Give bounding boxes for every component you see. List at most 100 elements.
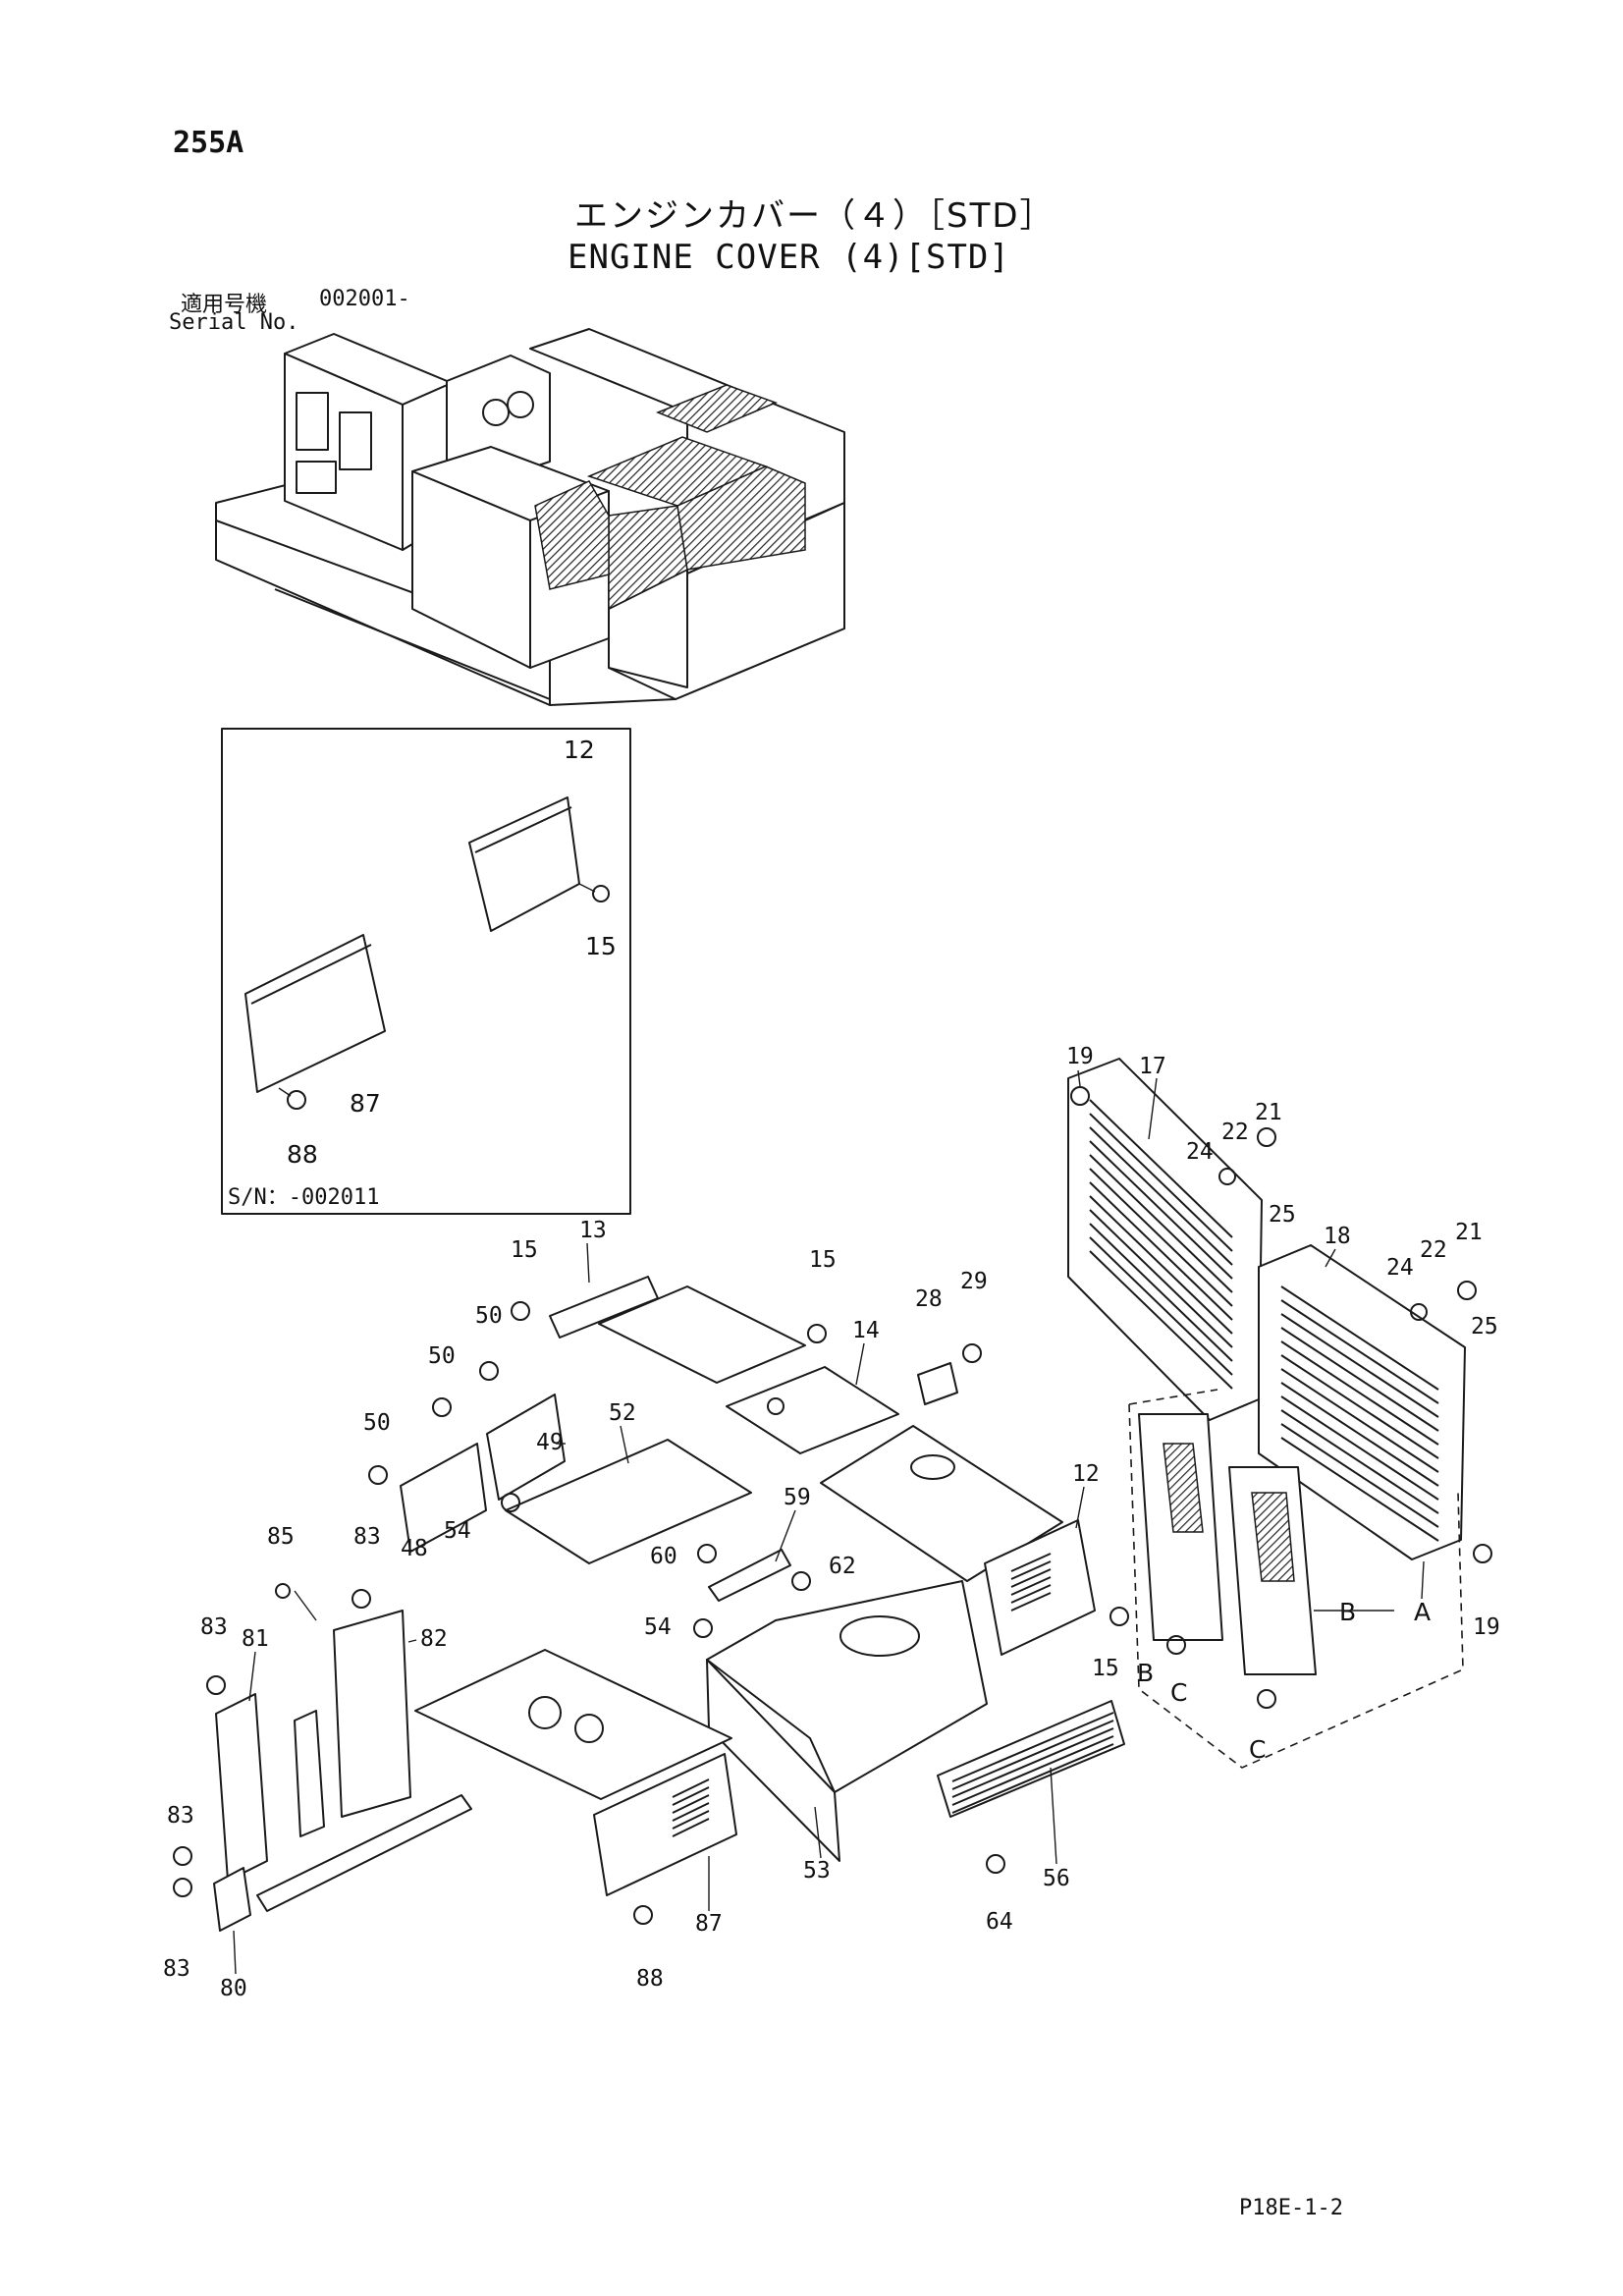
- louver-slat: [951, 1743, 1114, 1814]
- louver-slat: [672, 1786, 710, 1806]
- serial-label-japanese: 適用号機: [181, 293, 268, 317]
- title-japanese: エンジンカバー（４）［STD］: [574, 196, 1055, 236]
- callout: 49: [536, 1430, 564, 1455]
- louver-slat: [1010, 1568, 1052, 1588]
- louver-slat: [1089, 1250, 1233, 1390]
- callout: 50: [428, 1343, 456, 1369]
- machine-overview: [215, 328, 845, 706]
- top-covers: [368, 1276, 1129, 1925]
- callout: 48: [401, 1536, 428, 1561]
- callout: 82: [420, 1626, 448, 1652]
- louver-slat: [1089, 1113, 1233, 1252]
- callout: A: [1414, 1598, 1431, 1626]
- louver-slat: [1089, 1154, 1233, 1293]
- callout: 64: [986, 1909, 1013, 1935]
- louver-slat: [1280, 1382, 1439, 1487]
- louver-slat: [672, 1794, 710, 1814]
- louver-slat: [951, 1727, 1114, 1798]
- callout: 81: [242, 1626, 269, 1652]
- louver-slat: [951, 1712, 1114, 1782]
- radiator-screens: [1067, 1058, 1492, 1769]
- louver-slat: [951, 1720, 1114, 1790]
- callout-labels: 19 17 24 22 21 25 18 24 22 21 25 13 15 1…: [163, 1044, 1500, 2001]
- callout: 85: [267, 1524, 295, 1550]
- louver-slat: [1089, 1195, 1233, 1335]
- callout: 83: [167, 1803, 194, 1829]
- louver-slat: [1010, 1576, 1052, 1596]
- louver-slat: [1089, 1140, 1233, 1280]
- louver-slat: [1010, 1584, 1052, 1604]
- louver-slat: [1280, 1313, 1439, 1418]
- callout: 12: [1072, 1461, 1100, 1487]
- inset-callout-87: 87: [350, 1089, 381, 1118]
- callout: 24: [1386, 1255, 1414, 1281]
- callout: C: [1249, 1735, 1266, 1764]
- callout: 18: [1324, 1224, 1351, 1249]
- callout: 15: [1092, 1656, 1119, 1681]
- callout: 54: [644, 1614, 672, 1640]
- louver-slat: [672, 1810, 710, 1830]
- louver-slat: [1089, 1126, 1233, 1266]
- louver-slat: [1010, 1592, 1052, 1612]
- callout: 15: [809, 1247, 837, 1273]
- callout: 17: [1139, 1054, 1166, 1079]
- callout: 14: [852, 1318, 880, 1343]
- louver-slat: [1089, 1181, 1233, 1321]
- callout: 50: [363, 1410, 391, 1436]
- callout: 13: [579, 1218, 607, 1243]
- leader-lines: [233, 1069, 1425, 1975]
- page-number: 255A: [173, 126, 244, 160]
- callout: 53: [803, 1858, 831, 1884]
- callout: 52: [609, 1400, 636, 1426]
- inset-serial-note: S/N：-002011: [228, 1185, 379, 1210]
- callout: 21: [1455, 1220, 1483, 1245]
- serial-number-value: 002001-: [319, 287, 410, 311]
- louver-slat: [1010, 1560, 1052, 1580]
- callout: 19: [1473, 1614, 1500, 1640]
- callout: 88: [636, 1966, 664, 1992]
- callout: 22: [1420, 1237, 1447, 1263]
- louver-slat: [1280, 1327, 1439, 1432]
- left-side-panels: [173, 1583, 472, 1932]
- callout: 22: [1221, 1120, 1249, 1145]
- callout: 62: [829, 1554, 856, 1579]
- callout: 19: [1066, 1044, 1094, 1069]
- callout: 59: [784, 1485, 811, 1510]
- louver-slat: [1280, 1395, 1439, 1501]
- louver-slat: [1280, 1299, 1439, 1404]
- louver-slat: [1089, 1168, 1233, 1307]
- callout: B: [1339, 1598, 1356, 1626]
- callout: 56: [1043, 1866, 1070, 1891]
- louver-slat: [1280, 1409, 1439, 1514]
- inset-callout-12: 12: [564, 736, 595, 764]
- inset-panel: 12 15 87 88 S/N：-002011: [221, 728, 631, 1215]
- footer-page-code: P18E-1-2: [1239, 2196, 1343, 2220]
- louver-slat: [1280, 1437, 1439, 1542]
- callout: 54: [444, 1518, 471, 1544]
- louver-slat: [1089, 1209, 1233, 1348]
- louver-slat: [1280, 1423, 1439, 1528]
- callout: 50: [475, 1303, 503, 1329]
- callout: C: [1170, 1678, 1187, 1707]
- callout: 21: [1255, 1100, 1282, 1125]
- callout: 83: [353, 1524, 381, 1550]
- callout: 15: [511, 1237, 538, 1263]
- louver-slat: [951, 1735, 1114, 1806]
- callout: 29: [960, 1269, 988, 1294]
- louver-slat: [1280, 1285, 1439, 1391]
- callout: 60: [650, 1544, 677, 1569]
- louver-slat: [1089, 1223, 1233, 1362]
- title-english: ENGINE COVER (4)[STD]: [568, 238, 1010, 277]
- inset-callout-88: 88: [287, 1140, 318, 1169]
- callout: 25: [1269, 1202, 1296, 1228]
- louver-slat: [672, 1818, 710, 1837]
- callout: 24: [1186, 1139, 1214, 1165]
- callout: 80: [220, 1976, 247, 2001]
- callout: B: [1137, 1659, 1154, 1687]
- serial-label-english: Serial No.: [169, 310, 299, 335]
- louver-slat: [1280, 1340, 1439, 1446]
- callout: 28: [915, 1286, 943, 1312]
- callout: 87: [695, 1911, 723, 1937]
- louver-slat: [1280, 1368, 1439, 1473]
